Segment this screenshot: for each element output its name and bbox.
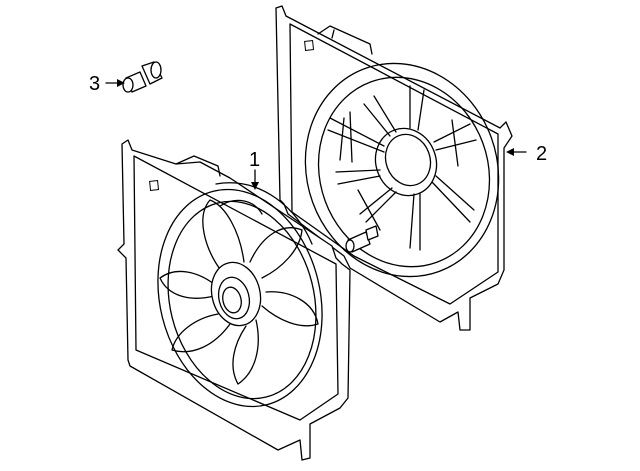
push-rivet-fastener — [122, 61, 163, 93]
callout-2-label: 2 — [536, 143, 547, 165]
callout-1: 1 — [249, 149, 260, 190]
front-fan-shroud — [117, 139, 351, 461]
callout-2: 2 — [506, 143, 547, 165]
rear-fan-shroud — [275, 5, 513, 331]
callout-3-label: 3 — [89, 73, 100, 95]
callout-3-arrowhead — [117, 79, 125, 87]
shroud-stud — [345, 225, 379, 253]
callout-1-label: 1 — [249, 149, 260, 171]
callout-3: 3 — [89, 73, 125, 95]
callout-1-arrowhead — [251, 182, 259, 190]
callout-2-arrowhead — [506, 148, 514, 156]
